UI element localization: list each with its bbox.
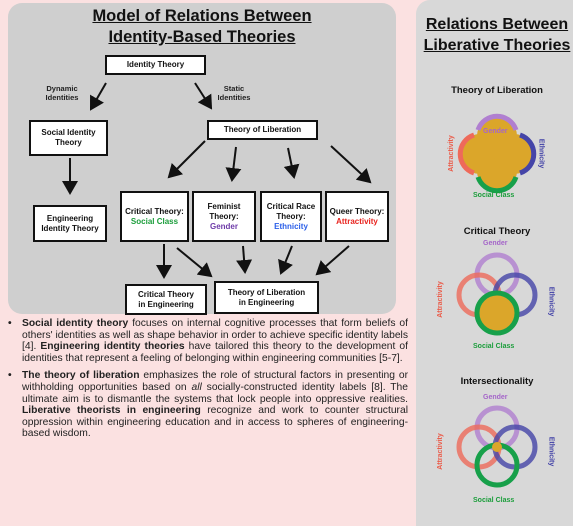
venn-title-critical: Critical Theory <box>463 226 531 237</box>
critical-theory-engineering-box: Critical Theory in Engineering <box>125 284 207 315</box>
venn2-gender: Gender <box>483 240 508 247</box>
venn3-class: Social Class <box>473 497 515 504</box>
engineering-identity-theory-box: Engineering Identity Theory <box>33 205 107 242</box>
social-identity-theory-box: Social Identity Theory <box>29 120 108 156</box>
venn2-attractivity: Attractivity <box>436 281 444 318</box>
venn3-gender: Gender <box>483 394 508 401</box>
venn1-attractivity: Attractivity <box>447 135 455 172</box>
feminist-theory-box: Feminist Theory:Gender <box>192 191 256 242</box>
liberation-engineering-box: Theory of Liberation in Engineering <box>214 281 319 314</box>
bullet-liberation: • The theory of liberation emphasizes th… <box>8 370 409 440</box>
static-identities-label: Static Identities <box>217 84 251 102</box>
venn-critical <box>456 252 538 336</box>
queer-theory-box: Queer Theory:Attractivity <box>325 191 389 242</box>
venn1-ethnicity: Ethnicity <box>537 138 545 169</box>
bullet-list: • Social identity theory focuses on inte… <box>8 318 408 446</box>
venn-title-intersectionality: Intersectionality <box>460 376 534 387</box>
venn3-attractivity: Attractivity <box>436 433 444 470</box>
venn-intersectionality <box>456 405 538 488</box>
model-title: Model of Relations Between Identity-Base… <box>92 7 312 46</box>
venn2-ethnicity: Ethnicity <box>547 286 555 317</box>
critical-theory-box: Critical Theory:Social Class <box>120 191 189 242</box>
venn2-class: Social Class <box>473 343 515 350</box>
bullet-social-identity: • Social identity theory focuses on inte… <box>8 318 409 364</box>
venn-title-liberation: Theory of Liberation <box>451 85 543 96</box>
venn-liberation <box>457 113 537 194</box>
venn1-gender: Gender <box>483 128 508 135</box>
identity-theory-box: Identity Theory <box>105 55 206 75</box>
venn3-ethnicity: Ethnicity <box>547 436 555 467</box>
dynamic-identities-label: Dynamic Identities <box>45 84 79 102</box>
critical-race-theory-box: Critical Race Theory:Ethnicity <box>260 191 322 242</box>
venn1-class: Social Class <box>473 192 515 199</box>
theory-of-liberation-box: Theory of Liberation <box>207 120 318 140</box>
liberative-title: Relations Between Liberative Theories <box>423 16 571 54</box>
